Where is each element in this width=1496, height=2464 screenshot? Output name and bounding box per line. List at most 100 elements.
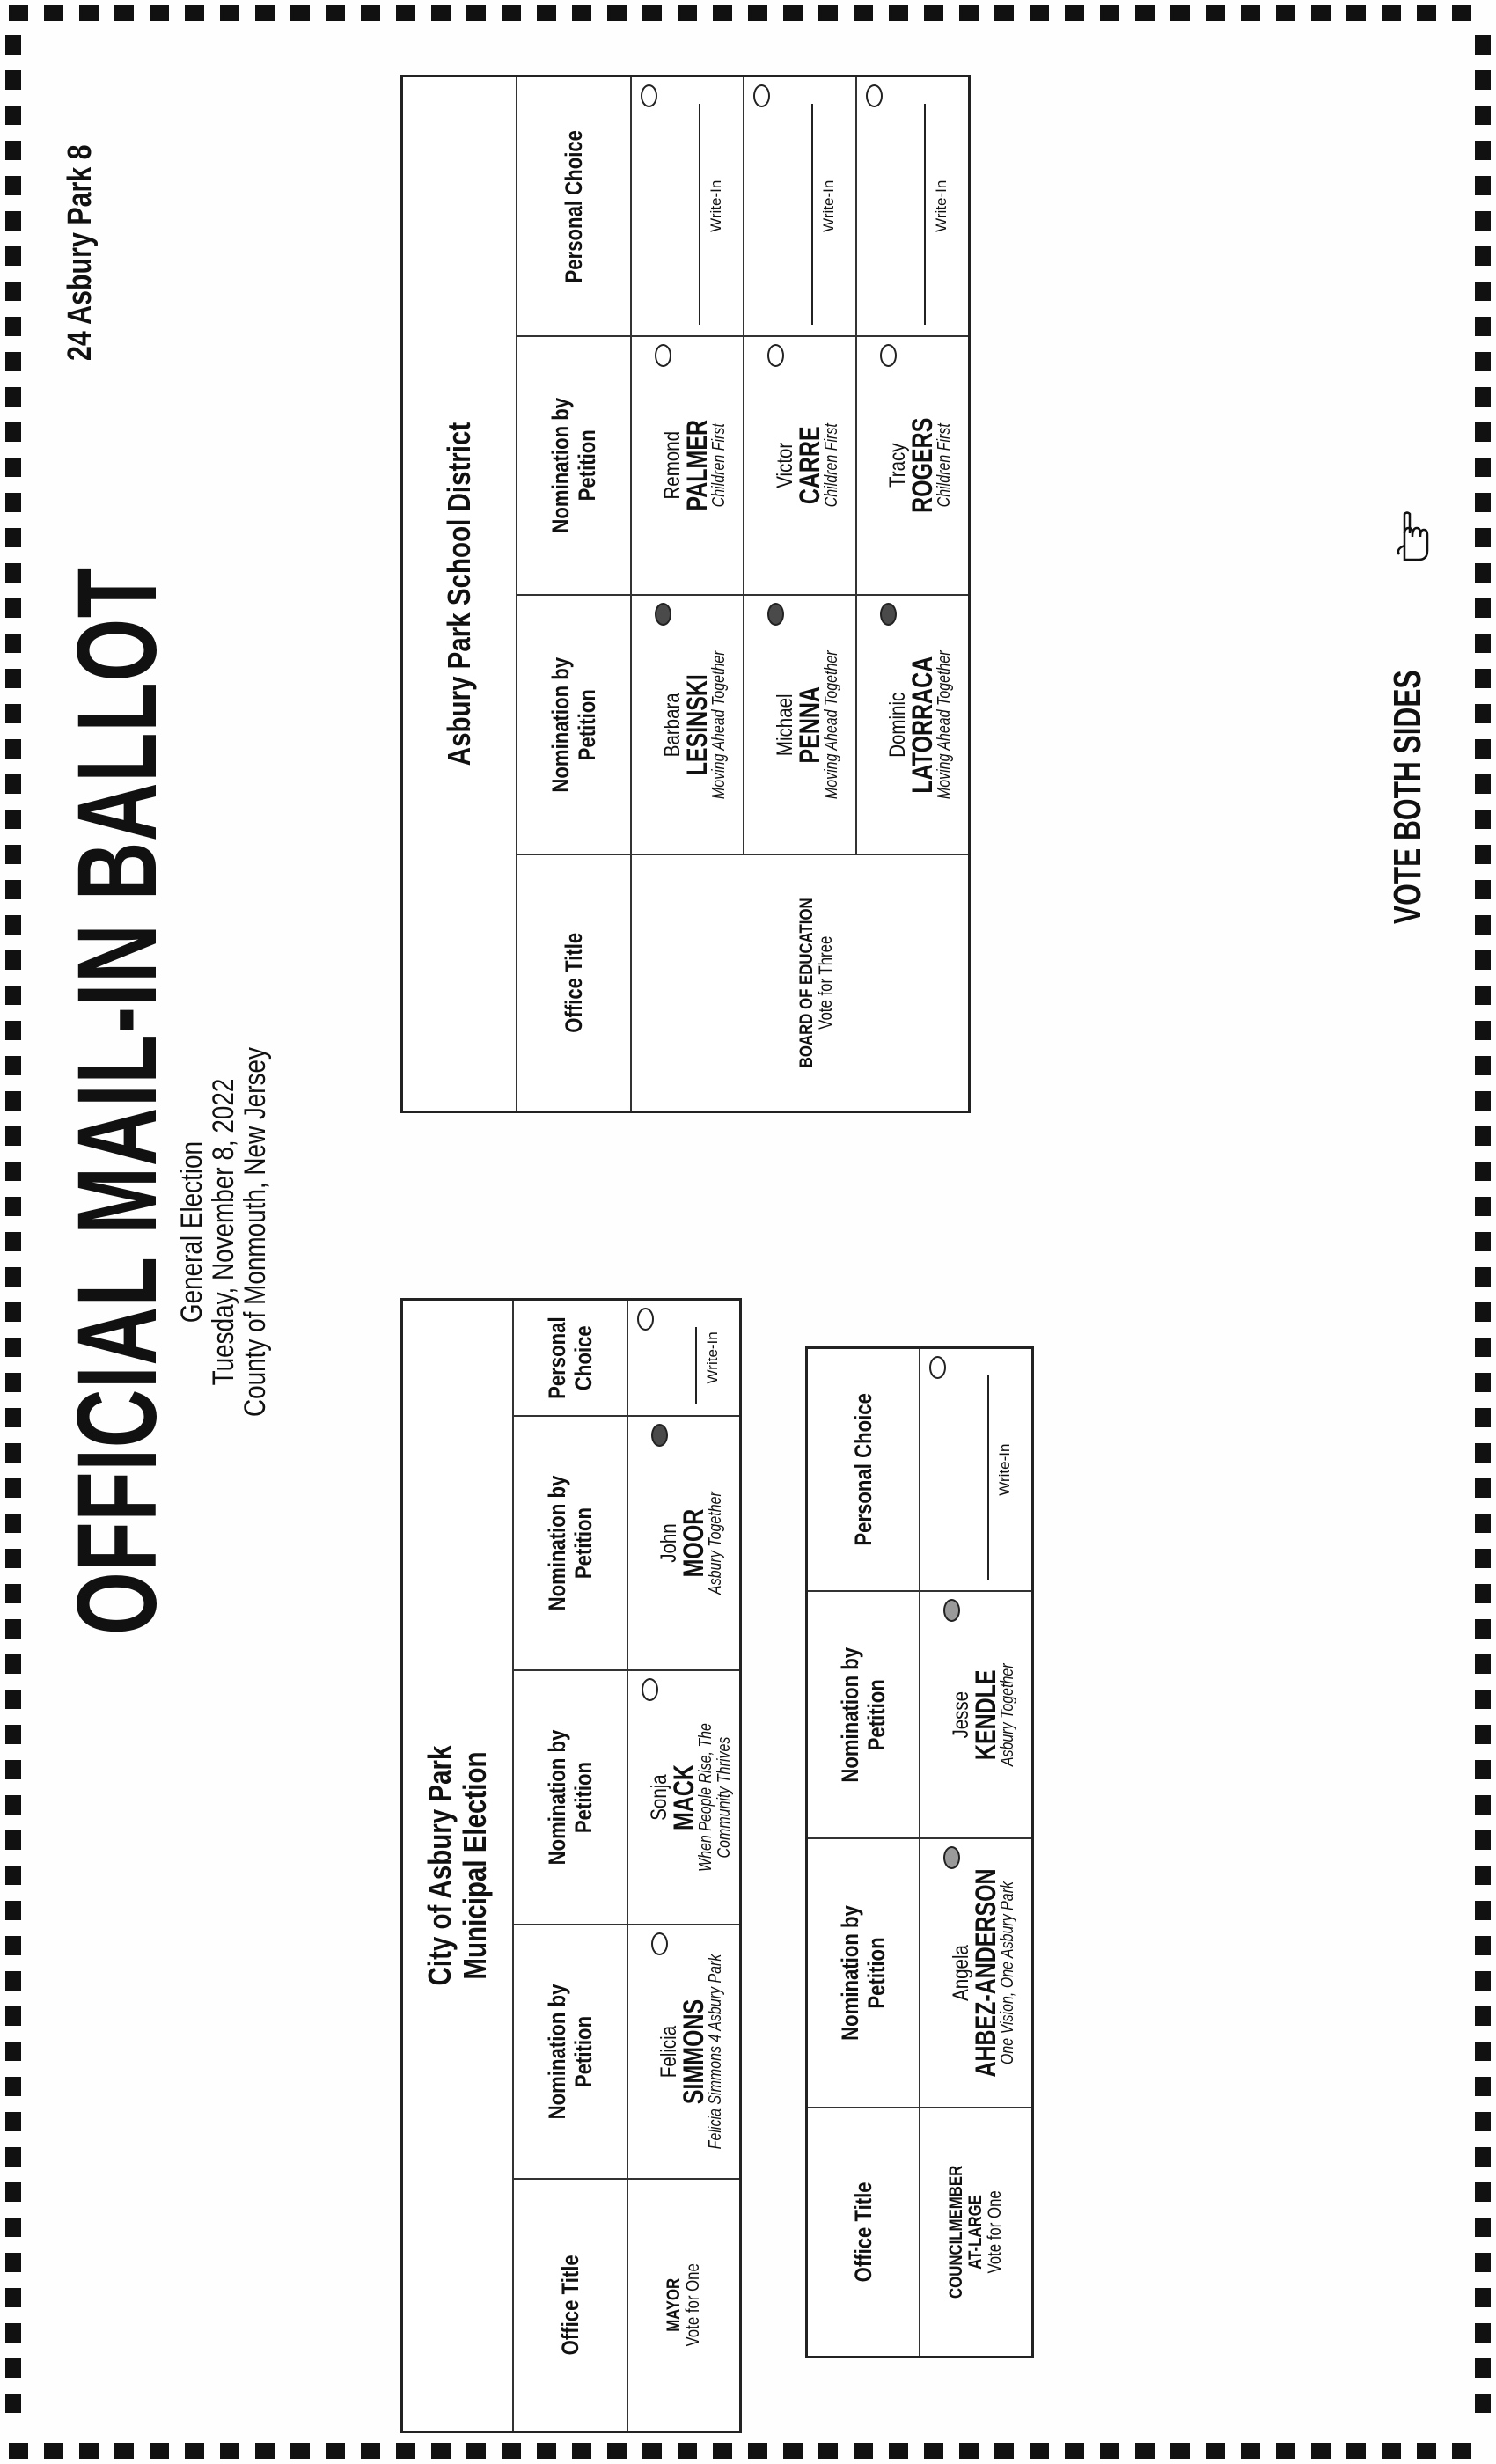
border-dash xyxy=(924,2443,943,2459)
border-dash xyxy=(114,5,134,21)
border-dash xyxy=(783,5,803,21)
border-dash xyxy=(1475,352,1491,371)
border-dash xyxy=(1475,493,1491,512)
write-in-line[interactable] xyxy=(694,1327,697,1404)
border-dash xyxy=(5,493,21,512)
border-dash xyxy=(1065,5,1084,21)
border-dash xyxy=(9,2443,28,2459)
school-write-in[interactable]: Write-In xyxy=(855,76,969,336)
vote-oval[interactable] xyxy=(865,84,883,107)
vote-for: Vote for Three xyxy=(815,935,836,1030)
border-dash xyxy=(5,176,21,195)
vote-oval[interactable] xyxy=(752,84,770,107)
border-dash xyxy=(1030,2443,1049,2459)
vote-for: Vote for One xyxy=(984,2190,1005,2274)
border-dash xyxy=(5,1936,21,1955)
vote-oval[interactable] xyxy=(928,1356,946,1379)
border-dash xyxy=(1475,1162,1491,1181)
border-dash xyxy=(1475,1584,1491,1603)
border-dash xyxy=(1475,739,1491,759)
council-office: COUNCILMEMBER AT-LARGE Vote for One xyxy=(919,2107,1032,2358)
border-dash xyxy=(1241,5,1260,21)
border-dash xyxy=(889,5,908,21)
col-personal-choice: Personal Choice xyxy=(516,76,631,336)
candidate-slogan: One Vision, One Asbury Park xyxy=(997,1881,1017,2064)
border-dash xyxy=(5,1866,21,1885)
write-in-line[interactable] xyxy=(923,104,926,325)
candidate-penna[interactable]: Michael PENNA Moving Ahead Together xyxy=(743,595,856,854)
border-dash xyxy=(5,2182,21,2202)
candidate-last-name: MOOR xyxy=(677,1508,709,1578)
border-dash xyxy=(5,2112,21,2131)
board-of-education-office: BOARD OF EDUCATION Vote for Three xyxy=(630,854,969,1112)
candidate-ahbez-anderson[interactable]: Angela AHBEZ-ANDERSON One Vision, One As… xyxy=(919,1837,1032,2108)
border-dash xyxy=(748,5,767,21)
school-write-in[interactable]: Write-In xyxy=(630,76,744,336)
city-election-table: City of Asbury Park Municipal Election O… xyxy=(400,1298,742,2433)
candidate-slogan: Asbury Together xyxy=(997,1663,1017,1766)
border-dash xyxy=(466,2443,486,2459)
candidate-palmer[interactable]: Remond PALMER Children First xyxy=(630,335,744,596)
candidate-slogan: Asbury Together xyxy=(705,1491,725,1595)
border-dash xyxy=(255,5,275,21)
mayor-write-in[interactable]: Write-In xyxy=(627,1299,740,1416)
candidate-last-name: SIMMONS xyxy=(677,1998,709,2104)
border-dash xyxy=(5,1408,21,1427)
write-in-label: Write-In xyxy=(819,180,837,232)
border-dash xyxy=(572,5,591,21)
border-dash xyxy=(44,2443,63,2459)
border-dash xyxy=(1475,2006,1491,2026)
border-dash xyxy=(5,528,21,547)
candidate-latorraca[interactable]: Dominic LATORRACA Moving Ahead Together xyxy=(855,595,969,854)
office-name: AT-LARGE xyxy=(964,2195,986,2270)
border-dash xyxy=(1475,2112,1491,2131)
council-write-in[interactable]: Write-In xyxy=(919,1347,1032,1592)
school-district-table: Asbury Park School District Office Title… xyxy=(400,75,971,1113)
border-dash xyxy=(1475,458,1491,477)
border-dash xyxy=(1475,2323,1491,2343)
candidate-slogan: Moving Ahead Together xyxy=(708,649,729,799)
border-dash xyxy=(9,5,28,21)
vote-oval[interactable] xyxy=(640,84,657,107)
border-dash xyxy=(1417,5,1436,21)
border-dash xyxy=(5,2323,21,2343)
border-dash xyxy=(5,2147,21,2167)
border-dash xyxy=(1135,5,1155,21)
border-dash xyxy=(5,1760,21,1779)
election-info: General Election Tuesday, November 8, 20… xyxy=(175,943,272,1521)
office-name: MAYOR xyxy=(663,2277,684,2332)
candidate-mack[interactable]: Sonja MACK When People Rise, The Communi… xyxy=(627,1669,740,1925)
border-dash xyxy=(818,2443,838,2459)
write-in-line[interactable] xyxy=(810,104,813,325)
write-in-line[interactable] xyxy=(698,104,700,325)
border-dash xyxy=(5,1901,21,1920)
vote-oval[interactable] xyxy=(636,1308,654,1331)
border-dash xyxy=(5,880,21,899)
city-title: City of Asbury Park xyxy=(421,1745,458,1986)
border-dash xyxy=(1206,5,1225,21)
candidate-lesinski[interactable]: Barbara LESINSKI Moving Ahead Together xyxy=(630,595,744,854)
border-dash xyxy=(537,5,556,21)
candidate-rogers[interactable]: Tracy ROGERS Children First xyxy=(855,335,969,596)
border-dash xyxy=(1475,1901,1491,1920)
write-in-line[interactable] xyxy=(986,1375,989,1580)
border-dash xyxy=(5,106,21,125)
candidate-carre[interactable]: Victor CARRE Children First xyxy=(743,335,856,596)
candidate-simmons[interactable]: Felicia SIMMONS Felicia Simmons 4 Asbury… xyxy=(627,1924,740,2179)
office-name: BOARD OF EDUCATION xyxy=(796,898,817,1068)
border-dash xyxy=(5,317,21,336)
border-dash xyxy=(1475,387,1491,407)
border-dash xyxy=(5,1690,21,1709)
candidate-last-name: LATORRACA xyxy=(906,656,938,794)
border-dash xyxy=(5,1830,21,1850)
candidate-kendle[interactable]: Jesse KENDLE Asbury Together xyxy=(919,1591,1032,1838)
border-dash xyxy=(1135,2443,1155,2459)
border-dash xyxy=(994,5,1014,21)
school-write-in[interactable]: Write-In xyxy=(743,76,856,336)
candidate-moor[interactable]: John MOOR Asbury Together xyxy=(627,1415,740,1670)
col-personal-choice: Personal Choice xyxy=(806,1347,920,1592)
border-dash xyxy=(431,2443,451,2459)
